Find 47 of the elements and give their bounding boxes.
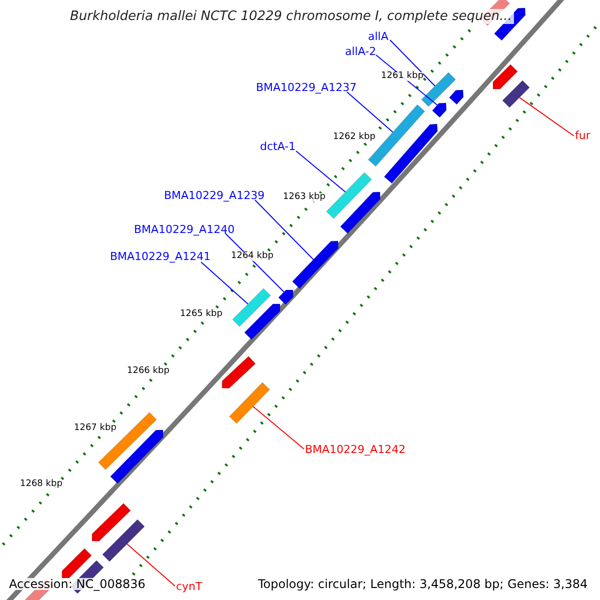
- gene-label: allA-2: [345, 46, 376, 57]
- gene-block: [98, 412, 157, 470]
- leader-line: [296, 150, 346, 192]
- accession-text: Accession: NC_008836: [9, 578, 146, 590]
- tick-label: 1263 kbp: [283, 193, 326, 202]
- tick-label: 1262 kbp: [333, 133, 376, 142]
- gene-block: [292, 240, 338, 289]
- gene-label: allA: [368, 31, 388, 42]
- gene-block: [326, 172, 372, 219]
- gene-label: cynT: [176, 581, 202, 592]
- gene-block: [62, 548, 92, 578]
- leader-line: [390, 40, 436, 86]
- gene-block: [102, 519, 145, 562]
- leader-line: [200, 262, 248, 304]
- leader-line: [126, 544, 176, 586]
- gene-block: [340, 192, 380, 234]
- gene-block: [421, 72, 456, 107]
- leader-line: [346, 92, 394, 133]
- tick-label: 1265 kbp: [180, 310, 222, 319]
- gene-block: [278, 290, 294, 305]
- leader-line: [519, 97, 574, 136]
- gene-block: [232, 288, 271, 327]
- gene-block: [384, 124, 438, 184]
- gene-label: fur: [575, 130, 590, 141]
- leader-line: [252, 406, 304, 450]
- gene-label: BMA10229_A1240: [134, 224, 235, 235]
- gene-label: BMA10229_A1237: [256, 82, 357, 93]
- gene-block: [229, 382, 270, 424]
- gene-block: [449, 90, 464, 105]
- gene-block: [492, 64, 518, 90]
- gene-label: dctA-1: [260, 141, 296, 152]
- gene-label: BMA10229_A1241: [110, 251, 211, 262]
- gene-block: [502, 80, 530, 108]
- tick-label: 1268 kbp: [20, 480, 62, 489]
- title: Burkholderia mallei NCTC 10229 chromosome I, complete sequen...: [68, 9, 514, 24]
- tick-label: 1267 kbp: [74, 424, 116, 433]
- tick-label: 1261 kbp: [381, 72, 424, 81]
- gene-block: [222, 356, 256, 388]
- leader-line: [254, 200, 314, 260]
- gene-block: [244, 304, 280, 340]
- gene-label: BMA10229_A1242: [305, 444, 406, 455]
- tick-label: 1264 kbp: [231, 252, 274, 261]
- tick-label: 1266 kbp: [127, 367, 170, 376]
- gene-block: [92, 503, 131, 542]
- topology-text: Topology: circular; Length: 3,458,208 bp; Genes: 3,384: [258, 578, 588, 590]
- gene-block: [432, 102, 447, 118]
- gene-label: BMA10229_A1239: [164, 190, 265, 201]
